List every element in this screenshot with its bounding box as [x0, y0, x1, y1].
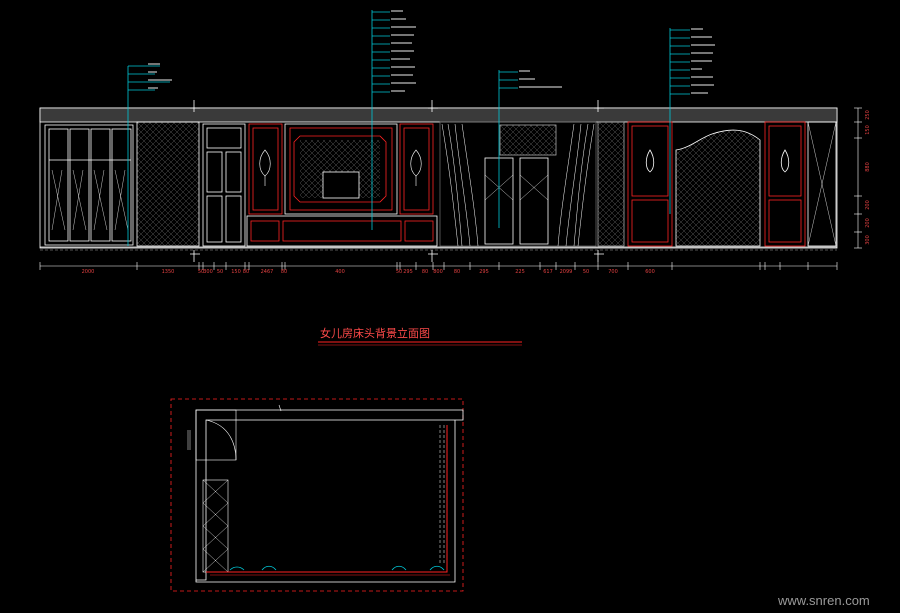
dimension-label: 600 [645, 269, 655, 275]
dimension-label: 50 [396, 269, 402, 275]
dimension-label: 150 [865, 125, 871, 135]
dimension-label: 295 [479, 269, 489, 275]
window-with-curtains [439, 121, 597, 247]
dimension-label: 2099 [560, 269, 573, 275]
wall-lamp-left [259, 149, 271, 186]
floor-plan [170, 398, 464, 592]
bed-base [246, 215, 438, 247]
door [202, 123, 246, 247]
dimension-label: 700 [608, 269, 618, 275]
dimension-chain-right: 250 150 880 200 200 300 [854, 107, 871, 249]
plan-red-boundary [170, 398, 464, 592]
dimension-label: 200 [865, 200, 871, 210]
drawing-title: 女儿房床头背景立面图 [318, 326, 522, 346]
dimension-label: 300 [865, 235, 871, 245]
dimension-label: 80 [281, 269, 287, 275]
dimension-label: 150 [231, 269, 241, 275]
dimension-label: 295 [403, 269, 413, 275]
door-red-left [627, 121, 673, 247]
end-panel-right [807, 121, 837, 247]
dimension-label: 80 [454, 269, 460, 275]
dimension-label: 2000 [82, 269, 95, 275]
dimension-label: 617 [543, 269, 553, 275]
dimension-label: 50 [583, 269, 589, 275]
door-red-right [764, 121, 806, 247]
dimension-label: 300 [203, 269, 213, 275]
padded-panel-left [136, 121, 200, 247]
drawing-title-text: 女儿房床头背景立面图 [320, 326, 430, 340]
dimension-label: 225 [515, 269, 525, 275]
dimension-label: 250 [865, 110, 871, 120]
dimension-label: 880 [865, 162, 871, 172]
dimension-label: 80 [422, 269, 428, 275]
dimension-label: 50 [217, 269, 223, 275]
wardrobe-left [44, 124, 134, 246]
ceiling-band [39, 107, 838, 123]
dimension-label: 800 [433, 269, 443, 275]
dimension-label: 200 [865, 218, 871, 228]
dimension-label: 1350 [162, 269, 175, 275]
wall-lamp-right [410, 149, 422, 186]
leader-notes [148, 10, 715, 94]
elevation-view [39, 100, 838, 262]
dimension-label: 80 [243, 269, 249, 275]
headboard-frames [248, 123, 434, 215]
leader-lines [127, 10, 690, 246]
dimension-label: 400 [335, 269, 345, 275]
watermark: www.snren.com [777, 593, 870, 608]
padded-panel-right [597, 121, 761, 247]
dimension-label: 50 [198, 269, 204, 275]
dimension-label: 2467 [261, 269, 274, 275]
